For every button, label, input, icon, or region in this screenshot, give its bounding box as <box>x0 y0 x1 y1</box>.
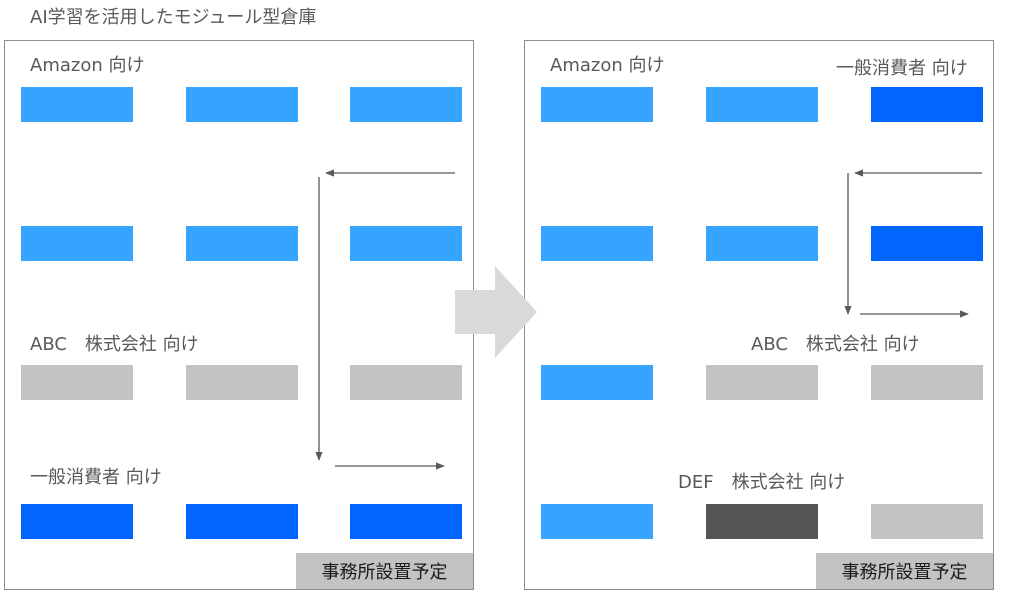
shelf-def <box>706 504 818 539</box>
shelf-amazon <box>21 226 133 261</box>
shelf-general-consumer <box>871 87 983 122</box>
shelf-abc <box>186 365 298 400</box>
label-general: 一般消費者 向け <box>836 58 968 79</box>
shelf-amazon <box>541 504 653 539</box>
shelf-amazon <box>186 226 298 261</box>
shelf-general-consumer <box>871 226 983 261</box>
shelf-abc <box>871 504 983 539</box>
label-general: 一般消費者 向け <box>30 467 162 488</box>
shelf-abc <box>350 365 462 400</box>
shelf-amazon <box>350 87 462 122</box>
label-def: DEF 株式会社 向け <box>678 472 846 493</box>
shelf-amazon <box>706 87 818 122</box>
shelf-amazon <box>541 226 653 261</box>
label-abc: ABC 株式会社 向け <box>751 334 920 355</box>
label-amazon: Amazon 向け <box>550 55 665 76</box>
shelf-amazon <box>350 226 462 261</box>
office-planned: 事務所設置予定 <box>816 553 993 589</box>
shelf-abc <box>706 365 818 400</box>
label-amazon: Amazon 向け <box>30 55 145 76</box>
shelf-amazon <box>541 365 653 400</box>
shelf-general-consumer <box>21 504 133 539</box>
label-abc: ABC 株式会社 向け <box>30 334 199 355</box>
shelf-amazon <box>541 87 653 122</box>
shelf-general-consumer <box>350 504 462 539</box>
shelf-abc <box>871 365 983 400</box>
shelf-amazon <box>706 226 818 261</box>
shelf-amazon <box>186 87 298 122</box>
page-title: AI学習を活用したモジュール型倉庫 <box>30 7 317 28</box>
shelf-amazon <box>21 87 133 122</box>
shelf-general-consumer <box>186 504 298 539</box>
warehouse-layout-after: Amazon 向け 一般消費者 向け ABC 株式会社 向け DEF 株式会社 … <box>524 40 994 590</box>
warehouse-layout-before: Amazon 向け ABC 株式会社 向け 一般消費者 向け 事務所設置予定 <box>4 40 474 590</box>
office-planned: 事務所設置予定 <box>296 553 473 589</box>
shelf-abc <box>21 365 133 400</box>
